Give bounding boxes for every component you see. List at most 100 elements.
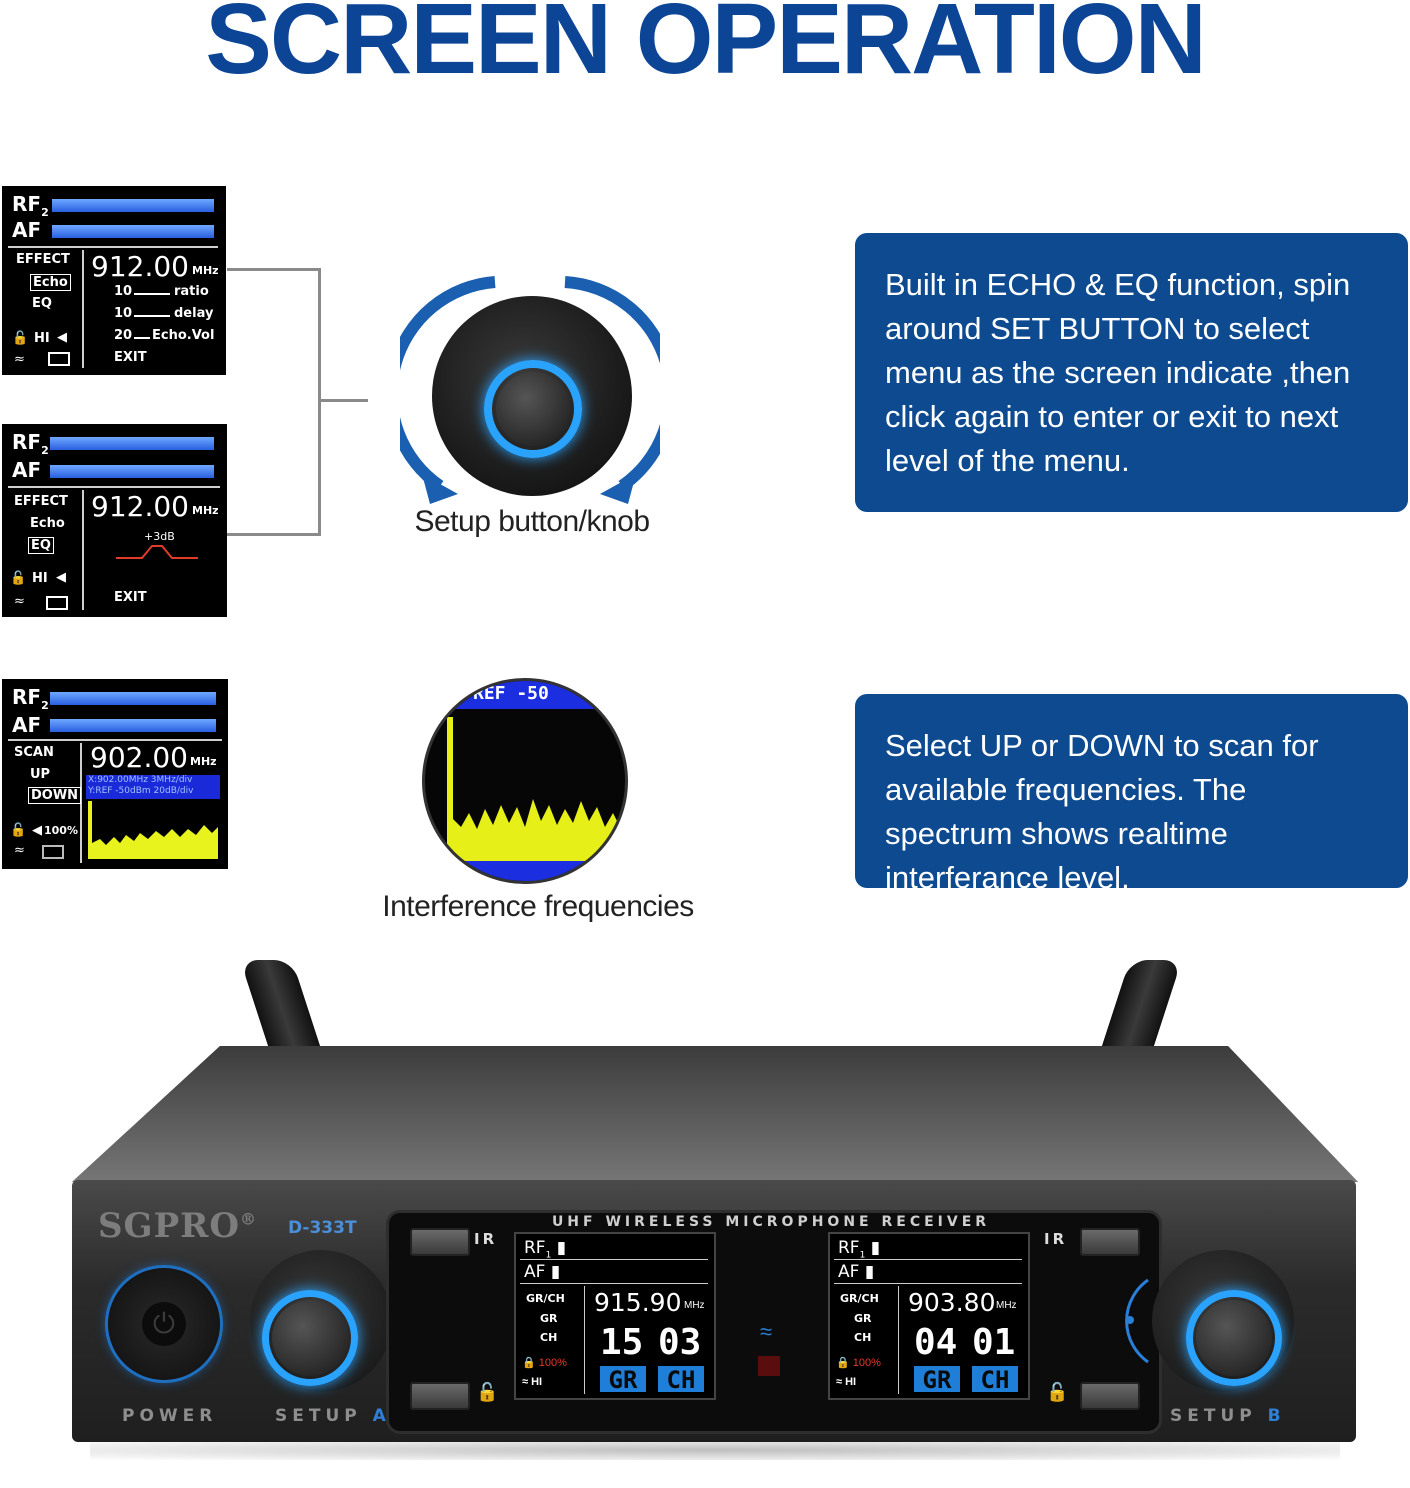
wifi-icon: ≈ (14, 594, 25, 609)
channel-a-menu-gr: GR (540, 1312, 558, 1325)
channel-a-af: AF ▮ (524, 1262, 561, 1282)
battery-icon (42, 845, 64, 859)
channel-a-group: 15 (600, 1322, 644, 1363)
channel-b-group: 04 (914, 1322, 958, 1363)
af-label: AF (12, 218, 42, 242)
ir-receiver-icon: ≈ (760, 1319, 773, 1344)
power-button[interactable]: ⏻ (108, 1268, 220, 1380)
eq-gain: +3dB (144, 530, 175, 543)
unlock-icon-b: 🔓 (1046, 1382, 1069, 1402)
menu-up: UP (30, 767, 51, 782)
af-level-bar (50, 465, 214, 478)
connector-line (318, 399, 368, 402)
battery-icon (48, 352, 70, 366)
info-box-scan: Select UP or DOWN to scan for available … (855, 694, 1408, 895)
battery-icon (46, 596, 68, 610)
menu-effect: EFFECT (16, 252, 70, 267)
echo-vol-label: Echo.Vol (152, 328, 215, 343)
menu-down-selected: DOWN (28, 787, 82, 804)
channel-b-gr-tag: GR (914, 1366, 960, 1394)
spectrum-header-text: REF -50 (473, 683, 549, 704)
channel-b-ch-tag: CH (972, 1366, 1018, 1394)
menu-effect: EFFECT (14, 494, 68, 509)
channel-b-unit: MHz (996, 1300, 1017, 1311)
lock-icon: 🔓 (10, 823, 27, 838)
level-label: HI (32, 571, 48, 586)
page-title: SCREEN OPERATION (205, 0, 1207, 95)
spectrum-magnifier: REF -50 (422, 678, 628, 884)
frequency: 912.00 (91, 250, 189, 283)
level-label: HI (34, 331, 50, 346)
echo-vol-value: 20 (114, 328, 133, 343)
receiver-header: UHF WIRELESS MICROPHONE RECEIVER (551, 1214, 991, 1230)
ir-label-b: IR (1044, 1230, 1068, 1248)
divider (82, 490, 84, 610)
ir-label-a: IR (474, 1230, 498, 1248)
lock-icon: 🔓 (12, 331, 29, 346)
channel-b-frequency: 903.80 (908, 1288, 996, 1317)
setup-b-ring (1186, 1290, 1282, 1386)
divider (82, 250, 84, 368)
menu-echo-selected: Echo (30, 274, 71, 291)
af-level-bar (52, 225, 214, 238)
mini-spectrum (88, 801, 218, 859)
ratio-label: ratio (174, 284, 209, 299)
receiver-shadow (90, 1440, 1340, 1460)
menu-eq-selected: EQ (28, 537, 54, 554)
channel-a-unit: MHz (684, 1300, 705, 1311)
exit-label: EXIT (114, 590, 147, 605)
channel-b-menu-grch: GR/CH (840, 1292, 879, 1305)
setup-b-label: SETUP B (1170, 1406, 1286, 1426)
eq-curve (116, 545, 198, 559)
channel-b-screen: RF1 ▮ AF ▮ GR/CH GR CH 🔒 100% ≈ HI 903.8… (828, 1232, 1030, 1400)
knob-caption: Setup button/knob (414, 505, 650, 538)
lock-button-b[interactable] (1080, 1382, 1140, 1410)
rf-level-bar (50, 692, 216, 705)
slider-line (134, 315, 170, 317)
rf-label: RF2 (12, 685, 49, 712)
menu-echo: Echo (30, 516, 65, 531)
speaker-icon: ◀ (56, 570, 66, 585)
unlock-icon-a: 🔓 (476, 1382, 499, 1402)
slider-line (134, 337, 150, 339)
spectrum-caption: Interference frequencies (382, 890, 694, 923)
slider-line (134, 293, 170, 295)
channel-a-rf: RF1 ▮ (524, 1238, 567, 1261)
ir-sync-button-b[interactable] (1080, 1228, 1140, 1256)
channel-a-battery: 🔒 100% (522, 1357, 567, 1369)
setup-a-label: SETUP A (275, 1406, 391, 1426)
rf-label: RF2 (12, 430, 49, 457)
channel-b-level: ≈ HI (836, 1376, 857, 1388)
lock-icon: 🔓 (10, 571, 27, 586)
frequency: 902.00 (90, 741, 188, 774)
channel-b-af: AF ▮ (838, 1262, 875, 1282)
spectrum-header: X:902.00MHz 3MHz/div Y:REF -50dBm 20dB/d… (86, 775, 220, 799)
channel-b-channel: 01 (972, 1322, 1016, 1363)
setup-a-ring (262, 1290, 358, 1386)
spectrum-x-axis: X:902.00MHz 3MHz/div (88, 775, 193, 785)
info-text: Built in ECHO & EQ function, spin around… (885, 267, 1351, 478)
speaker-icon: ◀ (57, 330, 67, 345)
af-label: AF (12, 458, 42, 482)
info-text: Select UP or DOWN to scan for available … (885, 728, 1319, 895)
delay-label: delay (174, 306, 214, 321)
ir-sync-button-a[interactable] (410, 1228, 470, 1256)
lock-button-a[interactable] (410, 1382, 470, 1410)
spectrum-header-bar: REF -50 (425, 681, 625, 709)
lcd-eq-screen: RF2 AF EFFECT Echo EQ 912.00 MHz +3dB EX… (2, 424, 227, 617)
rf-level-bar (50, 437, 214, 450)
setup-knob-cap (496, 372, 570, 446)
divider (8, 739, 222, 741)
spectrum-y-axis: Y:REF -50dBm 20dB/div (88, 786, 194, 796)
wifi-icon: ≈ (14, 352, 25, 367)
af-label: AF (12, 713, 42, 737)
rf-level-bar (52, 199, 214, 212)
af-level-bar (50, 719, 216, 732)
setup-a-cap (272, 1300, 348, 1376)
menu-eq: EQ (32, 296, 52, 311)
receiver-top (72, 1046, 1358, 1182)
exit-label: EXIT (114, 350, 147, 365)
lcd-echo-screen: RF2 AF EFFECT Echo EQ 912.00 MHz 10 rati… (2, 186, 226, 375)
lcd-scan-screen: RF2 AF SCAN UP DOWN 902.00 MHz X:902.00M… (2, 679, 228, 869)
channel-b-rf: RF1 ▮ (838, 1238, 881, 1261)
